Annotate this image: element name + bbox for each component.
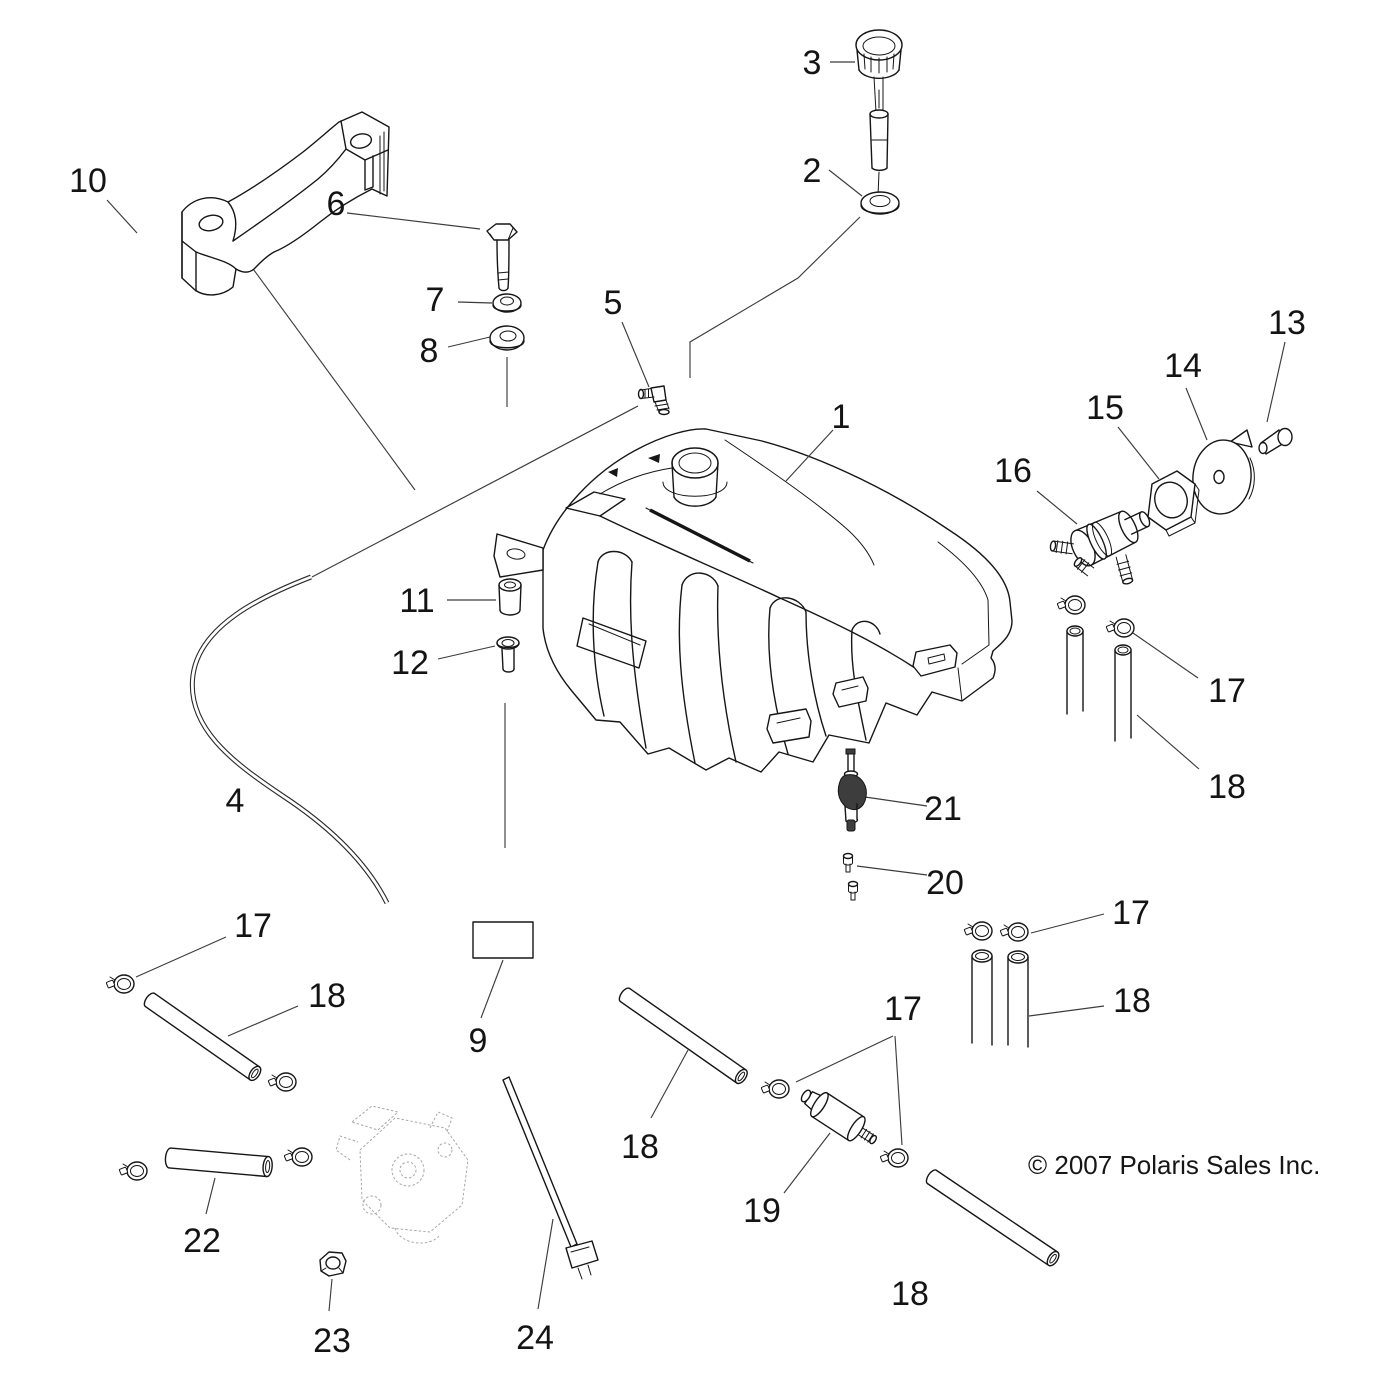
callout-3: 3: [803, 44, 822, 82]
callout-8: 8: [420, 332, 439, 370]
callout-17-c: 17: [1112, 894, 1150, 932]
fuel-filter: [800, 1089, 878, 1145]
callout-18-d: 18: [621, 1128, 659, 1166]
callout-6: 6: [327, 185, 346, 223]
screw-pair: [842, 852, 859, 901]
callout-23: 23: [313, 1322, 351, 1360]
filler-grommet: [860, 191, 900, 215]
flange-bolt: [486, 223, 518, 292]
cable-tie: [502, 1076, 599, 1280]
fuel-cap-gauge: [855, 29, 903, 197]
leader-line-1: [785, 429, 834, 482]
callout-15: 15: [1086, 389, 1124, 427]
spacer: [498, 578, 522, 616]
callout-11: 11: [399, 582, 434, 620]
valve-dial: [1192, 429, 1255, 515]
callout-18-e: 18: [891, 1275, 929, 1313]
decal: [472, 921, 534, 959]
callout-labels: 10 6 7 8 5 3 2 1 13 14 15 16 11 12 4 21 …: [69, 44, 1306, 1360]
callout-4: 4: [226, 782, 245, 820]
fuel-sensor: [837, 748, 867, 832]
callout-7: 7: [426, 281, 445, 319]
washer-large: [489, 325, 525, 351]
washer-small: [492, 293, 522, 313]
bushing: [496, 636, 520, 673]
mounting-bracket: [181, 111, 390, 296]
callout-1: 1: [832, 398, 851, 436]
fuel-tank: [493, 428, 1013, 773]
callout-22: 22: [183, 1222, 221, 1260]
fuel-valve: [1049, 510, 1151, 585]
hose: [164, 1147, 273, 1178]
callout-18-c: 18: [1113, 982, 1151, 1020]
callout-17-b: 17: [234, 907, 272, 945]
callout-5: 5: [604, 284, 623, 322]
callout-18-a: 18: [1208, 768, 1246, 806]
screw: [1258, 427, 1293, 455]
callout-20: 20: [926, 864, 964, 902]
callout-12: 12: [391, 644, 429, 682]
callout-17-a: 17: [1208, 672, 1246, 710]
bezel-nut: [1147, 470, 1200, 537]
callout-21: 21: [924, 790, 962, 828]
callout-9: 9: [469, 1022, 488, 1060]
callout-19: 19: [743, 1192, 781, 1230]
callout-2: 2: [803, 152, 822, 190]
callout-18-b: 18: [308, 977, 346, 1015]
nut: [319, 1251, 347, 1277]
callout-16: 16: [994, 452, 1032, 490]
leader-lines: [106, 61, 1286, 1312]
callout-13: 13: [1268, 304, 1306, 342]
vent-fitting: [637, 385, 670, 416]
callout-17-d: 17: [884, 990, 922, 1028]
callout-14: 14: [1164, 347, 1202, 385]
callout-24: 24: [516, 1319, 554, 1357]
carburetor-reference: [335, 1105, 469, 1244]
vent-hose: [189, 574, 390, 905]
fuel-lines: [143, 625, 1132, 1267]
callout-10: 10: [69, 162, 107, 200]
copyright-notice: © 2007 Polaris Sales Inc.: [1028, 1150, 1320, 1180]
